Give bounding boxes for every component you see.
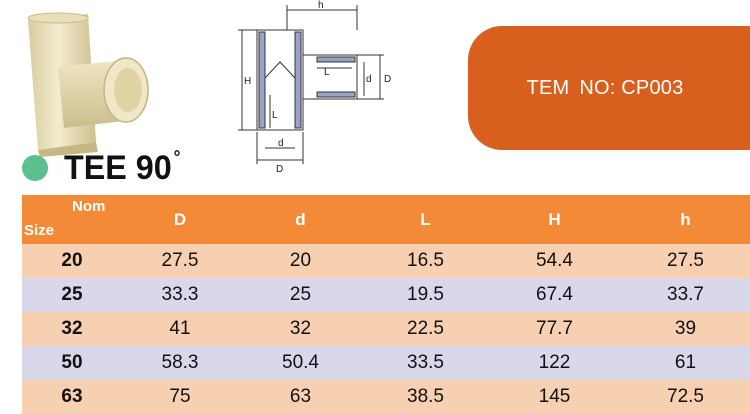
col-header-h: h	[621, 195, 750, 244]
cell-D: 58.3	[122, 346, 238, 380]
table-row: 32 41 32 22.5 77.7 39	[22, 312, 750, 346]
col-header-size-bottom: Size	[24, 222, 55, 239]
item-number: NO: CP003	[579, 76, 684, 99]
cell-d: 25	[238, 278, 363, 312]
cell-d: 32	[238, 312, 363, 346]
col-header-size: Nom Size	[22, 195, 122, 244]
degree-mark: °	[173, 146, 181, 167]
item-label: TEM	[526, 76, 570, 99]
table-row: 20 27.5 20 16.5 54.4 27.5	[22, 244, 750, 278]
cell-L: 19.5	[363, 278, 488, 312]
table-row: 63 75 63 38.5 145 72.5	[22, 380, 750, 414]
drawing-label-d-right: d	[366, 74, 372, 85]
cell-size: 63	[22, 380, 122, 414]
drawing-label-h: h	[318, 0, 324, 11]
col-header-size-top: Nom	[72, 198, 106, 215]
cell-H: 67.4	[488, 278, 621, 312]
col-header-L: L	[363, 195, 488, 244]
cell-d: 63	[238, 380, 363, 414]
dimension-table: Nom Size D d L H h 20 27.5 20 16.5 54.4 …	[22, 195, 750, 414]
cell-d: 50.4	[238, 346, 363, 380]
table-header-row: Nom Size D d L H h	[22, 195, 750, 244]
cell-d: 20	[238, 244, 363, 278]
cell-L: 38.5	[363, 380, 488, 414]
product-title-text: TEE 90	[64, 148, 172, 187]
drawing-label-H: H	[244, 76, 251, 87]
cell-D: 27.5	[122, 244, 238, 278]
cell-h: 39	[621, 312, 750, 346]
table-row: 25 33.3 25 19.5 67.4 33.7	[22, 278, 750, 312]
cell-D: 41	[122, 312, 238, 346]
item-number-badge: TEM NO: CP003	[468, 26, 750, 150]
col-header-D: D	[122, 195, 238, 244]
drawing-label-D-bottom: D	[276, 164, 283, 175]
cell-size: 25	[22, 278, 122, 312]
cell-h: 27.5	[621, 244, 750, 278]
cell-L: 16.5	[363, 244, 488, 278]
cell-H: 145	[488, 380, 621, 414]
cell-L: 22.5	[363, 312, 488, 346]
cell-size: 32	[22, 312, 122, 346]
cell-size: 20	[22, 244, 122, 278]
drawing-label-d-bottom: d	[278, 138, 284, 149]
drawing-label-L-top: L	[324, 67, 330, 78]
product-heading: TEE 90°	[22, 146, 187, 188]
cell-L: 33.5	[363, 346, 488, 380]
cell-D: 33.3	[122, 278, 238, 312]
drawing-label-D-right: D	[384, 74, 391, 85]
tee-technical-drawing: h H L L d D d D	[238, 0, 391, 175]
cell-H: 54.4	[488, 244, 621, 278]
col-header-d: d	[238, 195, 363, 244]
tee-fitting-photo	[27, 12, 149, 157]
table-row: 50 58.3 50.4 33.5 122 61	[22, 346, 750, 380]
cell-size: 50	[22, 346, 122, 380]
cell-H: 77.7	[488, 312, 621, 346]
bullet-dot-icon	[22, 155, 48, 181]
cell-h: 33.7	[621, 278, 750, 312]
cell-H: 122	[488, 346, 621, 380]
product-title: TEE 90°	[64, 146, 181, 188]
cell-D: 75	[122, 380, 238, 414]
col-header-H: H	[488, 195, 621, 244]
drawing-label-L-left: L	[272, 110, 278, 121]
cell-h: 61	[621, 346, 750, 380]
cell-h: 72.5	[621, 380, 750, 414]
